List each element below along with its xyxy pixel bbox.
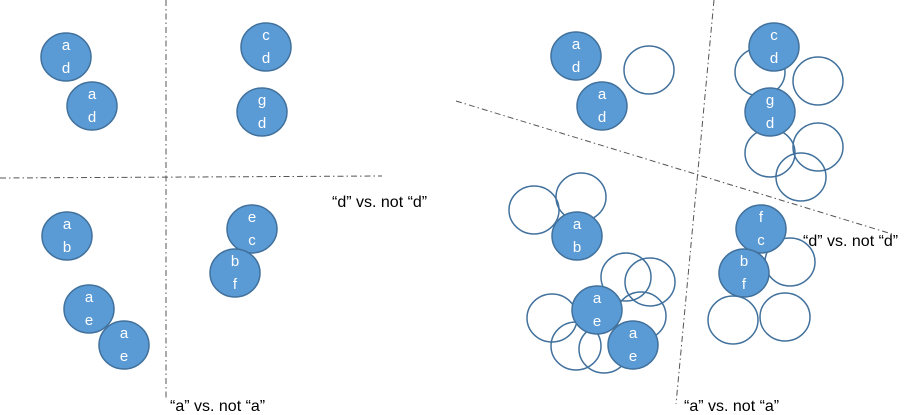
right-caption-a-vs-not-a: “a” vs. not “a”	[684, 398, 779, 415]
empty-circle	[707, 295, 759, 345]
right-node-gd: g d	[744, 87, 796, 137]
empty-circle	[792, 122, 844, 172]
left-node-ab: a b	[41, 211, 93, 261]
node-circle	[718, 248, 770, 298]
node-bottom-letter: d	[62, 60, 70, 77]
node-top-letter: a	[572, 36, 581, 53]
node-circle	[550, 31, 602, 81]
right-node-ab: a b	[551, 211, 603, 261]
node-top-letter: b	[231, 253, 239, 270]
node-top-letter: a	[593, 290, 602, 307]
empty-circle	[508, 185, 560, 235]
left-caption-a-vs-not-a: “a” vs. not “a”	[170, 398, 265, 415]
empty-circle	[624, 257, 676, 307]
node-top-letter: g	[258, 92, 266, 109]
node-top-letter: a	[629, 325, 638, 342]
right-empty-circles	[508, 45, 844, 374]
node-circle	[40, 32, 92, 82]
left-caption-d-vs-not-d: “d” vs. not “d”	[332, 194, 427, 211]
node-bottom-letter: c	[757, 232, 765, 249]
empty-circle	[775, 152, 827, 202]
node-bottom-letter: e	[120, 348, 128, 365]
node-top-letter: a	[88, 86, 97, 103]
right-vertical-separator	[675, 0, 715, 405]
node-top-letter: f	[759, 209, 764, 226]
node-bottom-letter: e	[593, 313, 601, 330]
node-bottom-letter: d	[572, 59, 580, 76]
node-top-letter: b	[740, 253, 748, 270]
node-circle	[607, 320, 659, 370]
node-circle	[571, 285, 623, 335]
node-bottom-letter: d	[262, 50, 270, 67]
node-circle	[576, 81, 628, 131]
node-top-letter: a	[120, 325, 129, 342]
left-node-ec: e c	[226, 204, 278, 254]
node-circle	[41, 211, 93, 261]
node-bottom-letter: b	[63, 239, 71, 256]
node-bottom-letter: e	[629, 348, 637, 365]
node-circle	[735, 204, 787, 254]
left-node-cd: c d	[240, 22, 292, 72]
left-node-ae-2: a e	[98, 320, 150, 370]
node-top-letter: a	[63, 216, 72, 233]
node-circle	[63, 284, 115, 334]
right-caption-d-vs-not-d: “d” vs. not “d”	[803, 233, 898, 250]
node-bottom-letter: d	[88, 109, 96, 126]
node-top-letter: a	[62, 37, 71, 54]
node-circle	[209, 248, 261, 298]
empty-circle	[600, 252, 652, 302]
right-node-ad-2: a d	[576, 81, 628, 131]
node-circle	[748, 22, 800, 72]
node-top-letter: g	[766, 92, 774, 109]
empty-circle	[526, 293, 578, 343]
right-node-ae-2: a e	[607, 320, 659, 370]
empty-circle	[759, 292, 811, 342]
right-node-ae-1: a e	[571, 285, 623, 335]
node-top-letter: a	[598, 86, 607, 103]
node-bottom-letter: f	[742, 276, 747, 293]
node-top-letter: e	[248, 209, 256, 226]
empty-circle	[623, 45, 675, 95]
node-circle	[240, 22, 292, 72]
node-bottom-letter: d	[598, 109, 606, 126]
right-diagonal-separator	[455, 100, 893, 235]
node-bottom-letter: d	[766, 115, 774, 132]
left-node-ad-2: a d	[66, 81, 118, 131]
node-top-letter: a	[85, 289, 94, 306]
node-circle	[551, 211, 603, 261]
left-horizontal-separator	[0, 175, 383, 179]
right-node-cd: c d	[748, 22, 800, 72]
left-node-bf: b f	[209, 248, 261, 298]
node-top-letter: c	[262, 27, 270, 44]
left-node-ad-1: a d	[40, 32, 92, 82]
node-circle	[98, 320, 150, 370]
left-node-gd: g d	[236, 87, 288, 137]
node-circle	[744, 87, 796, 137]
node-bottom-letter: d	[258, 115, 266, 132]
right-node-ad-1: a d	[550, 31, 602, 81]
node-circle	[236, 87, 288, 137]
node-bottom-letter: e	[85, 312, 93, 329]
node-bottom-letter: b	[573, 239, 581, 256]
left-node-ae-1: a e	[63, 284, 115, 334]
empty-circle	[792, 56, 844, 106]
node-bottom-letter: c	[248, 232, 256, 249]
node-circle	[226, 204, 278, 254]
node-top-letter: c	[770, 27, 778, 44]
node-circle	[66, 81, 118, 131]
node-bottom-letter: d	[770, 50, 778, 67]
node-top-letter: a	[573, 216, 582, 233]
right-node-fc: f c	[735, 204, 787, 254]
right-node-bf: b f	[718, 248, 770, 298]
node-bottom-letter: f	[233, 276, 238, 293]
